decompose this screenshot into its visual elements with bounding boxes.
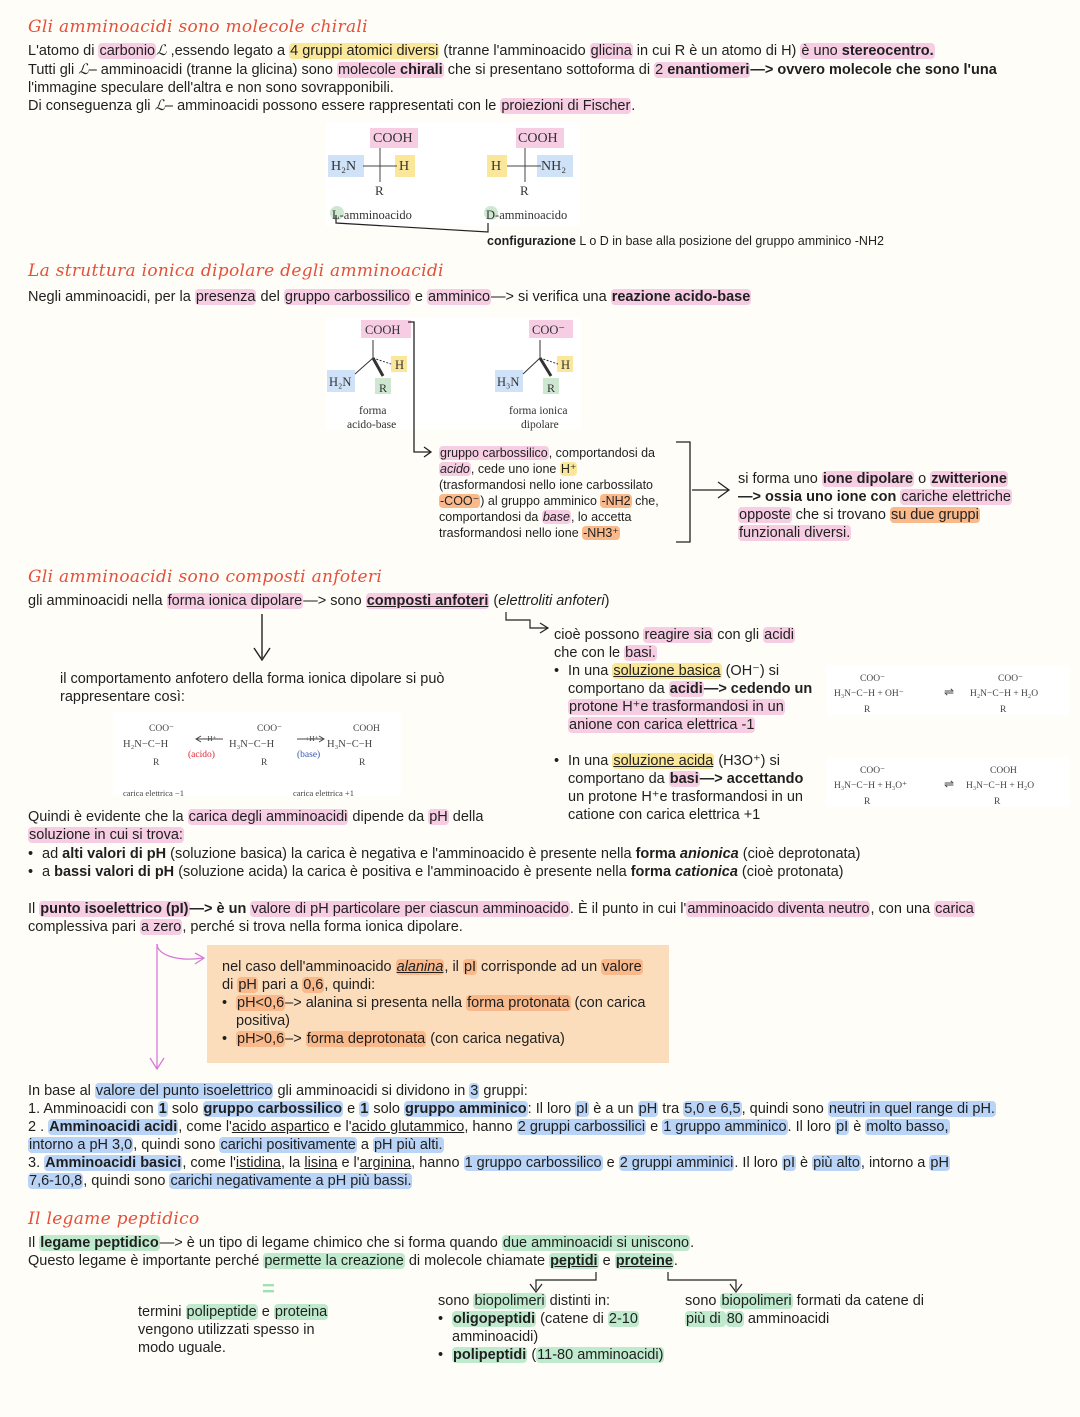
d-label: D-amminoacido bbox=[486, 208, 568, 222]
paragraph-line: Il punto isoelettrico (pI)—> è un valore… bbox=[28, 901, 975, 917]
connector-arrows bbox=[408, 321, 731, 543]
proteins-definition: sono biopolimeri formati da catene di pi… bbox=[685, 1293, 924, 1327]
paragraph-line: Tutti gli ℒ– amminoacidi (tranne la glic… bbox=[28, 62, 997, 78]
l-label: L-amminoacido bbox=[332, 208, 412, 222]
paragraph-line: Di conseguenza gli ℒ– amminoacidi posson… bbox=[28, 98, 636, 114]
acid-solution-item: In una soluzione acida (H3O⁺) si comport… bbox=[554, 752, 803, 824]
equals-sign: = bbox=[262, 1276, 275, 1301]
acid-equation: COO⁻ H₃N−C−H + H₃O⁺ R ⇌ COOH H₃N−C−H + H… bbox=[826, 757, 1070, 807]
list-item: polipeptidi (11-80 amminoacidi) bbox=[438, 1346, 665, 1364]
isoelectric-groups: In base al valore del punto isoelettrico… bbox=[28, 1083, 996, 1189]
paragraph-line: il comportamento anfotero della forma io… bbox=[60, 671, 445, 687]
list-item: 1. Amminoacidi con 1 solo gruppo carboss… bbox=[28, 1101, 996, 1117]
paragraph-line: L'atomo di carbonioℒ ,essendo legato a 4… bbox=[28, 43, 935, 59]
alpha-symbol: ℒ bbox=[156, 43, 167, 59]
amphoteric-explanation: cioè possono reagire sia con gli acidi c… bbox=[554, 627, 795, 661]
basic-solution-item: In una soluzione basica (OH⁻) si comport… bbox=[554, 662, 812, 734]
section-title-amphoteric: Gli amminoacidi sono composti anfoteri bbox=[28, 567, 383, 587]
section-title-zwitterion: La struttura ionica dipolare degli ammin… bbox=[28, 261, 444, 281]
section-title-peptide-bond: Il legame peptidico bbox=[28, 1209, 200, 1229]
list-item: 3. Amminoacidi basici, come l'istidina, … bbox=[28, 1155, 950, 1171]
paragraph-line: Quindi è evidente che la carica degli am… bbox=[28, 809, 484, 825]
carboxyl-explanation: gruppo carbossilico, comportandosi da ac… bbox=[439, 446, 659, 540]
basic-equation: COO⁻ H₃N−C−H + OH⁻ R ⇌ COO⁻ H₂N−C−H + H₂… bbox=[826, 665, 1070, 715]
paragraph-line: rappresentare così: bbox=[60, 689, 185, 705]
peptides-classification: sono biopolimeri distinti in: oligopepti… bbox=[438, 1292, 665, 1364]
down-arrow bbox=[253, 612, 550, 662]
synonyms-note: termini polipeptide e proteina vengono u… bbox=[138, 1304, 329, 1356]
zwitterion-definition: si forma uno ione dipolare o zwitterione… bbox=[738, 471, 1012, 541]
alanine-example: nel caso dell'amminoacido alanina, il pI… bbox=[222, 958, 645, 1048]
pink-arrows bbox=[149, 943, 206, 1071]
zwitterion-figure: COOH H₂N H R forma acido-base COO⁻ H₃N H… bbox=[325, 318, 581, 431]
paragraph-line: soluzione in cui si trova: bbox=[28, 827, 184, 843]
paragraph-line: Negli amminoacidi, per la presenza del g… bbox=[28, 289, 752, 305]
section-title-chiral: Gli amminoacidi sono molecole chirali bbox=[28, 17, 368, 37]
paragraph-line: l'immagine speculare dell'altra e non so… bbox=[28, 80, 394, 96]
fischer-projection-figure: COOH H₂N H R L-amminoacido COOH H NH₂ R … bbox=[325, 122, 580, 226]
paragraph-line: Il legame peptidico—> è un tipo di legam… bbox=[28, 1235, 695, 1251]
config-bracket bbox=[335, 215, 489, 233]
config-note: configurazione L o D in base alla posizi… bbox=[487, 234, 884, 248]
list-item: a bassi valori di pH (soluzione acida) l… bbox=[28, 863, 860, 881]
paragraph-line: complessiva pari a zero, perché si trova… bbox=[28, 919, 463, 935]
paragraph-line: gli amminoacidi nella forma ionica dipol… bbox=[28, 593, 610, 609]
branch-arrows bbox=[529, 1272, 743, 1293]
list-item: ad alti valori di pH (soluzione basica) … bbox=[28, 845, 860, 863]
paragraph-line: Questo legame è importante perché permet… bbox=[28, 1253, 678, 1269]
list-item: 2 . Amminoacidi acidi, come l'acido aspa… bbox=[28, 1119, 950, 1135]
ph-charge-list: ad alti valori di pH (soluzione basica) … bbox=[28, 845, 860, 881]
amphoteric-equation: COO⁻ H₂N−C−H R −H⁺ (acido) COO⁻ H₃N−C−H … bbox=[113, 712, 401, 798]
